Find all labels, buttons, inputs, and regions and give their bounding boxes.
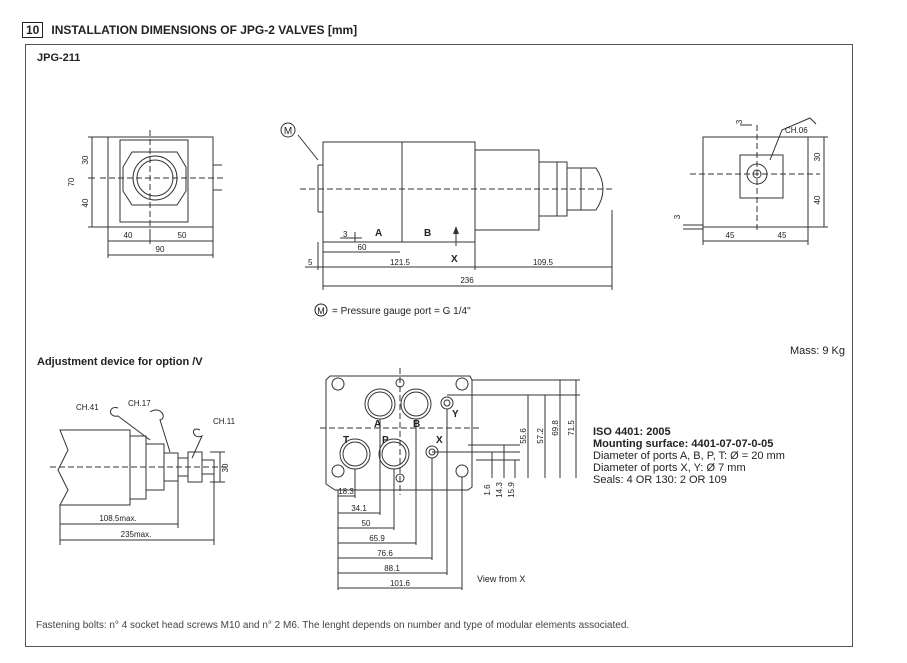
mount-port-x: X [436,435,443,446]
adjustment-title: Adjustment device for option /V [37,356,203,368]
adj-label-ch11: CH.11 [213,417,236,426]
iso-surface: Mounting surface: 4401-07-07-0-05 [593,438,774,450]
side-port-a: A [375,228,382,239]
iso-line: Diameter of ports A, B, P, T: Ø = 20 mm [593,450,785,462]
side-port-b: B [424,228,431,239]
mount-port-t: T [343,435,349,446]
adj-dim-30: 30 [221,463,230,472]
side-view [297,134,613,290]
side-dim-236: 236 [460,276,474,285]
iso-line: Seals: 4 OR 130: 2 OR 109 [593,474,727,486]
mass-label: Mass: 9 Kg [789,345,845,357]
adj-label-ch41: CH.41 [76,403,99,412]
adj-dim-108-5: 108.5max. [99,514,136,523]
rear-label-ch06: CH.06 [785,126,808,135]
mount-hdim-34-1: 34.1 [351,504,367,513]
side-dim-5: 5 [308,258,313,267]
adjustment-device-view [50,407,230,545]
rear-dim-3-top: 3 [735,119,744,124]
side-port-x: X [451,254,458,265]
rear-dim-45-right: 45 [778,231,787,240]
iso-std: ISO 4401: 2005 [593,426,671,438]
rear-dim-3-left: 3 [673,214,682,219]
gauge-note-symbol: M [317,306,325,316]
mount-port-p: P [382,435,389,446]
mount-port-y: Y [452,409,459,420]
adj-dim-235: 235max. [121,530,152,539]
model-label: JPG-211 [37,52,81,64]
mount-hdim-76-6: 76.6 [377,549,393,558]
mount-vdim-1-6: 1.6 [483,484,492,496]
mount-vdim-15-9: 15.9 [507,482,516,498]
mount-vdim-14-3: 14.3 [495,482,504,498]
view-caption: View from X [477,574,525,584]
rear-dim-40: 40 [813,195,822,204]
rear-dim-45-left: 45 [726,231,735,240]
mount-hdim-50: 50 [362,519,371,528]
side-dim-3: 3 [343,230,348,239]
gauge-note-text: = Pressure gauge port = G 1/4" [332,306,471,317]
mount-vdim-57-2: 57.2 [536,428,545,444]
side-dim-109-5: 109.5 [533,258,554,267]
mount-vdim-69-8: 69.8 [551,420,560,436]
section-title: INSTALLATION DIMENSIONS OF JPG-2 VALVES … [51,23,358,37]
adj-label-ch17: CH.17 [128,399,151,408]
mount-hdim-88-1: 88.1 [384,564,400,573]
gauge-marker-letter: M [284,126,292,137]
mount-hdim-18-3: 18.3 [338,487,354,496]
footer-note: Fastening bolts: n° 4 socket head screws… [36,620,630,631]
iso-spec-block: ISO 4401: 2005 Mounting surface: 4401-07… [593,426,785,486]
rear-dim-30: 30 [813,152,822,161]
section-number: 10 [22,22,44,38]
section-header: 10 INSTALLATION DIMENSIONS OF JPG-2 VALV… [22,22,357,38]
mounting-surface-view [320,368,580,590]
front-view [88,130,225,258]
front-dim-50: 50 [178,231,187,240]
mount-hdim-65-9: 65.9 [369,534,385,543]
mount-hdim-101-6: 101.6 [390,579,411,588]
mount-port-b: B [413,419,420,430]
drawing-frame [25,44,853,647]
front-dim-40-h: 40 [124,231,133,240]
mount-vdim-55-6: 55.6 [519,428,528,444]
mount-port-a: A [374,419,381,430]
side-dim-121-5: 121.5 [390,258,411,267]
side-dim-60: 60 [358,243,367,252]
iso-line: Diameter of ports X, Y: Ø 7 mm [593,462,746,474]
mount-vdim-71-5: 71.5 [567,420,576,436]
front-dim-90: 90 [156,245,165,254]
front-dim-70: 70 [67,177,76,186]
gauge-port-marker [280,122,296,138]
front-dim-40-v: 40 [81,198,90,207]
rear-view [683,117,828,245]
front-dim-30: 30 [81,155,90,164]
